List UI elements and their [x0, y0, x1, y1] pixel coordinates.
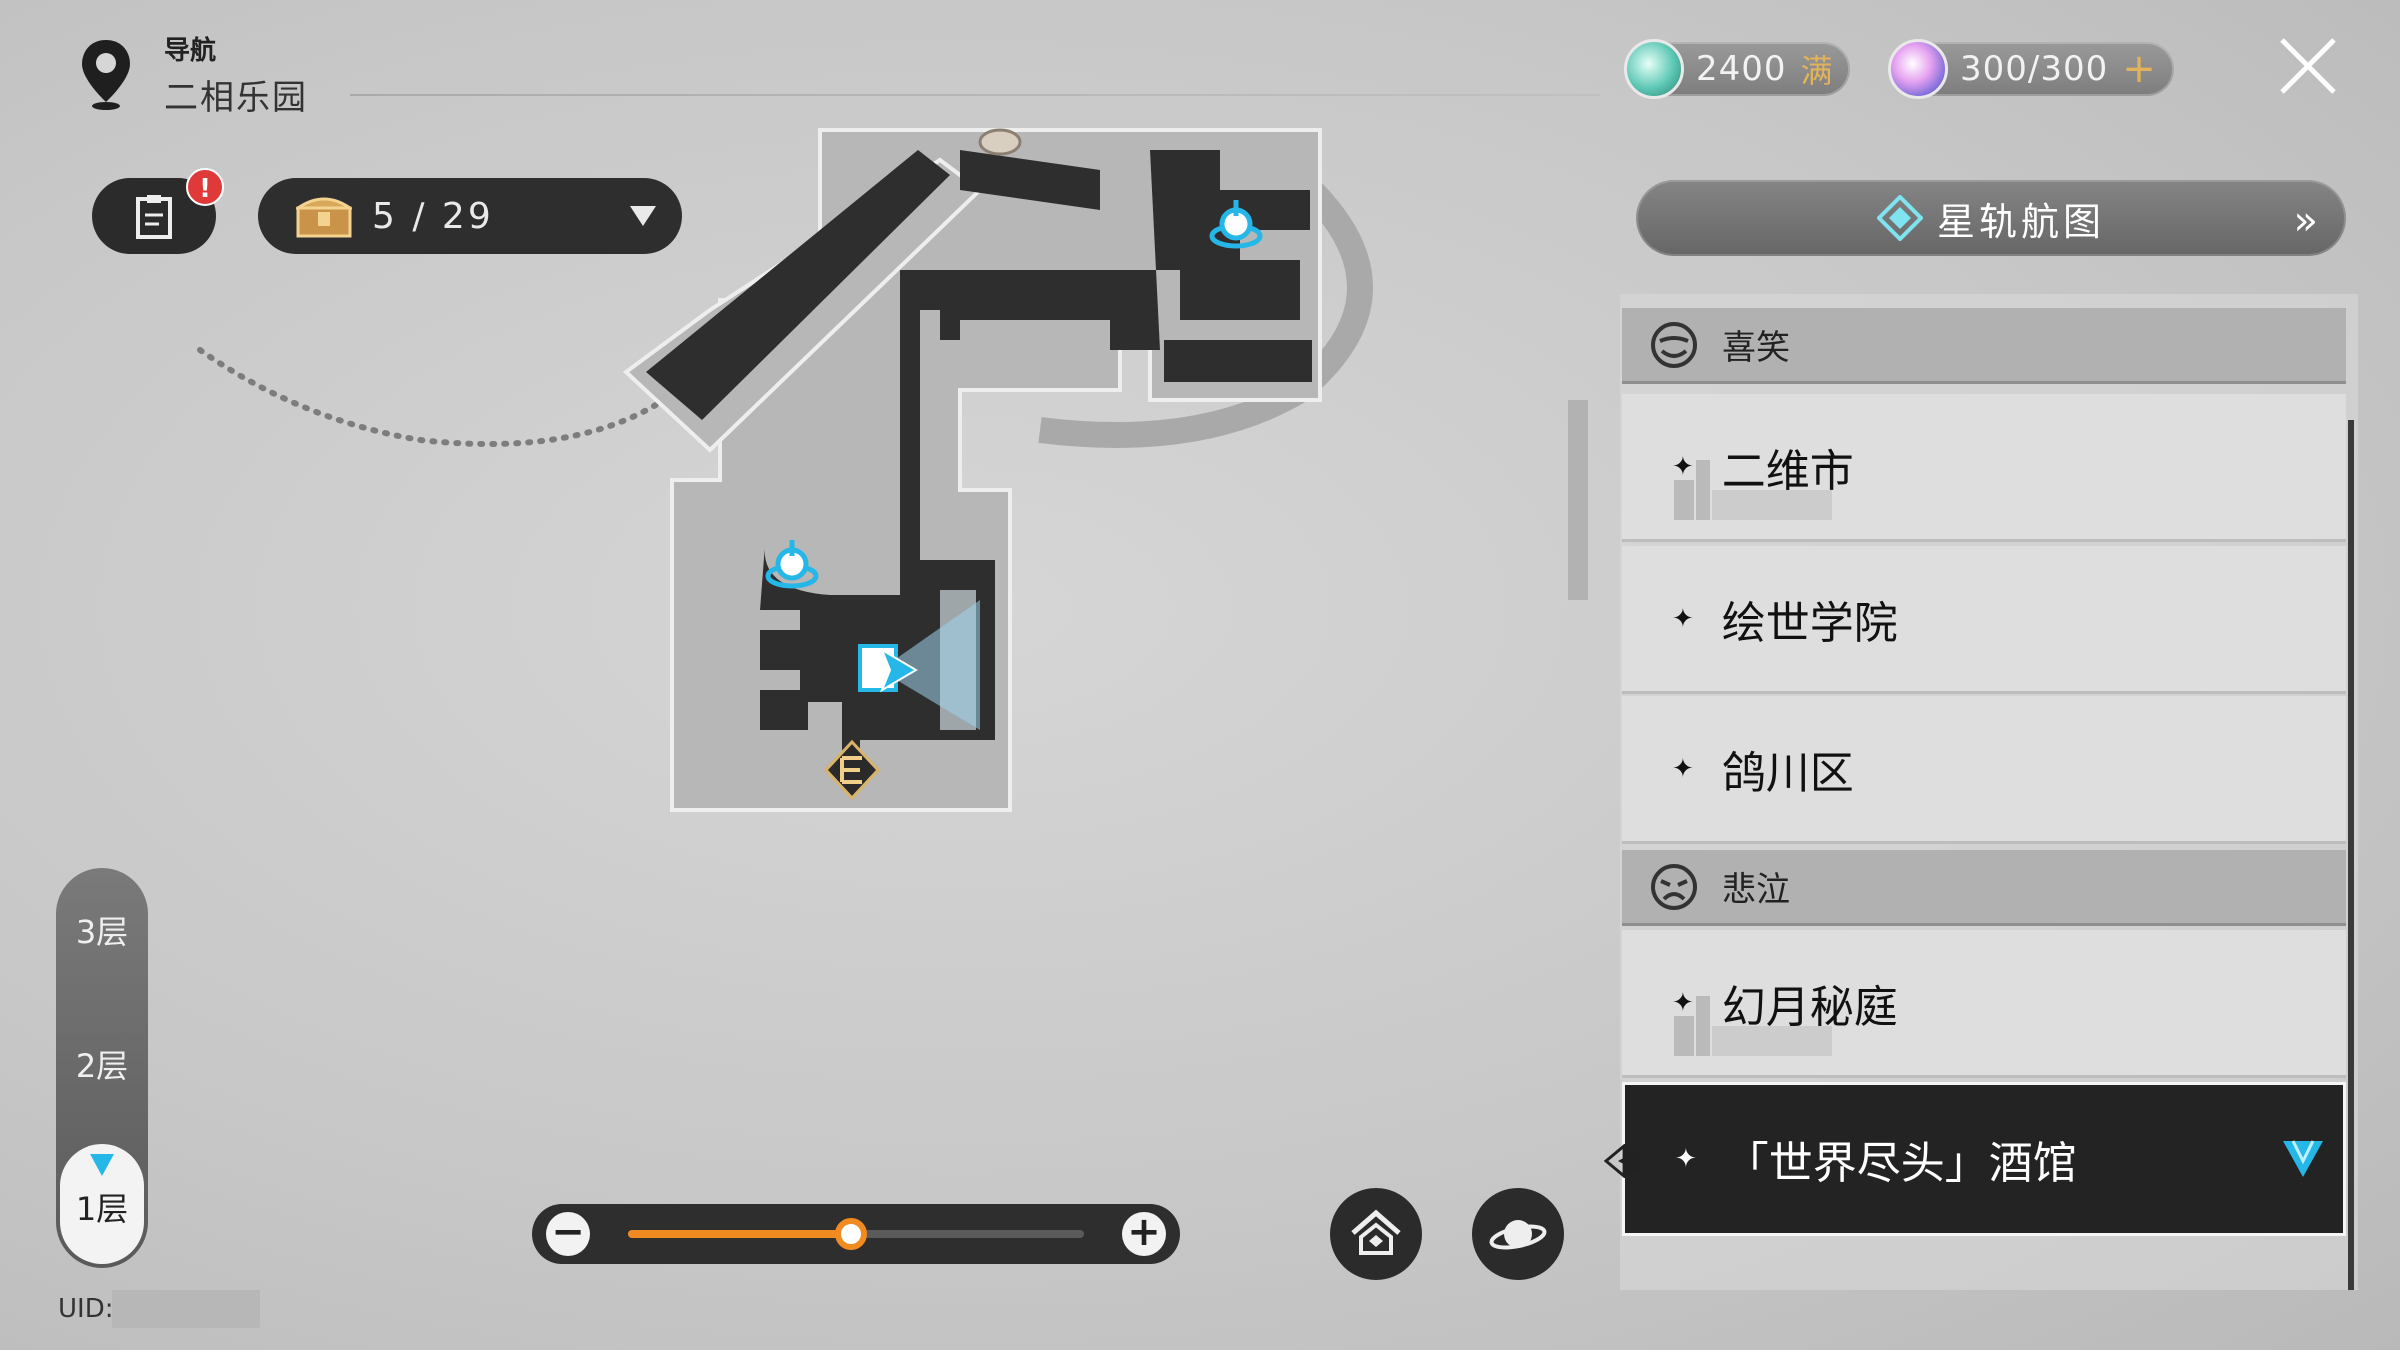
region-label: 绘世学院	[1721, 597, 1898, 649]
chevron-down-icon[interactable]	[630, 206, 656, 226]
reserve-power-counter[interactable]: 300/300 +	[1888, 39, 2174, 99]
space-anchor-icon[interactable]	[765, 540, 819, 589]
space-anchor-icon[interactable]	[1209, 200, 1263, 249]
map-side-ledge	[1568, 400, 1588, 600]
region-skyline-icon	[1674, 460, 1832, 520]
trailblaze-power-counter[interactable]: 2400 满	[1624, 39, 1850, 99]
group-header-beiqi: 悲泣	[1622, 850, 2346, 926]
planet-button[interactable]	[1472, 1188, 1564, 1280]
star-rail-label: 星轨航图	[1936, 199, 2105, 244]
region-list-scrollbar[interactable]	[2348, 420, 2354, 1290]
region-star-icon: ✦	[1672, 987, 1694, 1018]
header-divider	[350, 94, 1600, 96]
planet-icon	[1489, 1220, 1547, 1250]
map-npc-icon	[978, 128, 1022, 156]
region-star-icon: ✦	[1672, 603, 1694, 634]
map-dotted-route	[197, 347, 693, 447]
notes-alert-badge: !	[186, 168, 224, 206]
zoom-control: − +	[532, 1204, 1180, 1264]
group-title: 悲泣	[1722, 870, 1790, 910]
trailblaze-power-value: 2400	[1696, 49, 1787, 89]
floor-button-1[interactable]: 1层	[60, 1144, 144, 1264]
floor-label-1: 1层	[75, 1190, 129, 1228]
zoom-in-button[interactable]: +	[1122, 1212, 1166, 1256]
zoom-slider[interactable]	[628, 1218, 1084, 1250]
floor-button-3[interactable]: 3层	[75, 913, 129, 951]
reserve-add-button[interactable]: +	[2122, 46, 2157, 92]
zoom-out-button[interactable]: −	[546, 1212, 590, 1256]
region-star-icon: ✦	[1672, 753, 1694, 784]
location-pin-icon	[82, 40, 130, 110]
treasure-chest-tracker[interactable]: 5 / 29	[258, 178, 682, 254]
cry-mask-icon	[1651, 863, 1697, 910]
floor-selector: 3层 2层 1层	[56, 868, 148, 1268]
current-location: 二相乐园	[164, 78, 308, 118]
player-arrow-icon	[858, 644, 918, 693]
home-button[interactable]	[1330, 1188, 1422, 1280]
treasure-chest-icon	[296, 197, 352, 238]
reserve-power-icon	[1888, 39, 1948, 99]
region-item-erwei[interactable]: ✦ 二维市	[1622, 394, 2346, 542]
reserve-power-value: 300/300	[1960, 49, 2109, 89]
smile-mask-icon	[1651, 321, 1697, 368]
region-star-icon: ✦	[1672, 451, 1694, 482]
floor-button-2[interactable]: 2层	[75, 1047, 129, 1085]
group-header-xixiao: 喜笑	[1622, 308, 2346, 384]
player-floor-marker-icon	[90, 1154, 114, 1176]
player-vision-cone	[880, 600, 980, 730]
region-item-world-end-tavern[interactable]: ✦ 「世界尽头」酒馆	[1622, 1082, 2346, 1236]
navigation-header: 导航 二相乐园	[78, 28, 418, 118]
region-star-icon: ✦	[1675, 1144, 1697, 1174]
region-item-gechuan[interactable]: ✦ 鸽川区	[1622, 696, 2346, 844]
star-rail-icon	[1876, 195, 1923, 241]
uid-redacted	[112, 1290, 260, 1328]
selection-pointer-icon	[1604, 1144, 1640, 1178]
region-label: 鸽川区	[1721, 747, 1854, 799]
close-icon[interactable]	[2276, 34, 2340, 98]
star-rail-map-button[interactable]: 星轨航图 »	[1636, 180, 2346, 256]
region-item-huanyue[interactable]: ✦ 幻月秘庭	[1622, 930, 2346, 1078]
home-icon	[1351, 1209, 1401, 1255]
map-canvas[interactable]	[0, 90, 1620, 1090]
region-skyline-icon	[1674, 996, 1832, 1056]
uid-label: UID:	[58, 1294, 114, 1324]
zoom-slider-fill	[628, 1230, 852, 1238]
trailblaze-power-icon	[1624, 39, 1684, 99]
region-label: 幻月秘庭	[1721, 981, 1898, 1033]
exit-icon[interactable]	[823, 739, 881, 801]
region-label: 「世界尽头」酒馆	[1724, 1138, 2077, 1189]
power-full-tag: 满	[1800, 52, 1834, 90]
region-item-huishi[interactable]: ✦ 绘世学院	[1622, 546, 2346, 694]
zoom-slider-thumb[interactable]	[835, 1218, 868, 1250]
group-title: 喜笑	[1722, 328, 1790, 368]
current-location-marker-icon	[2283, 1140, 2323, 1177]
chest-count: 5 / 29	[372, 195, 494, 237]
double-chevron-right-icon: »	[2293, 198, 2322, 244]
clipboard-icon	[136, 195, 172, 239]
region-label: 二维市	[1721, 445, 1854, 497]
nav-label: 导航	[164, 36, 217, 66]
